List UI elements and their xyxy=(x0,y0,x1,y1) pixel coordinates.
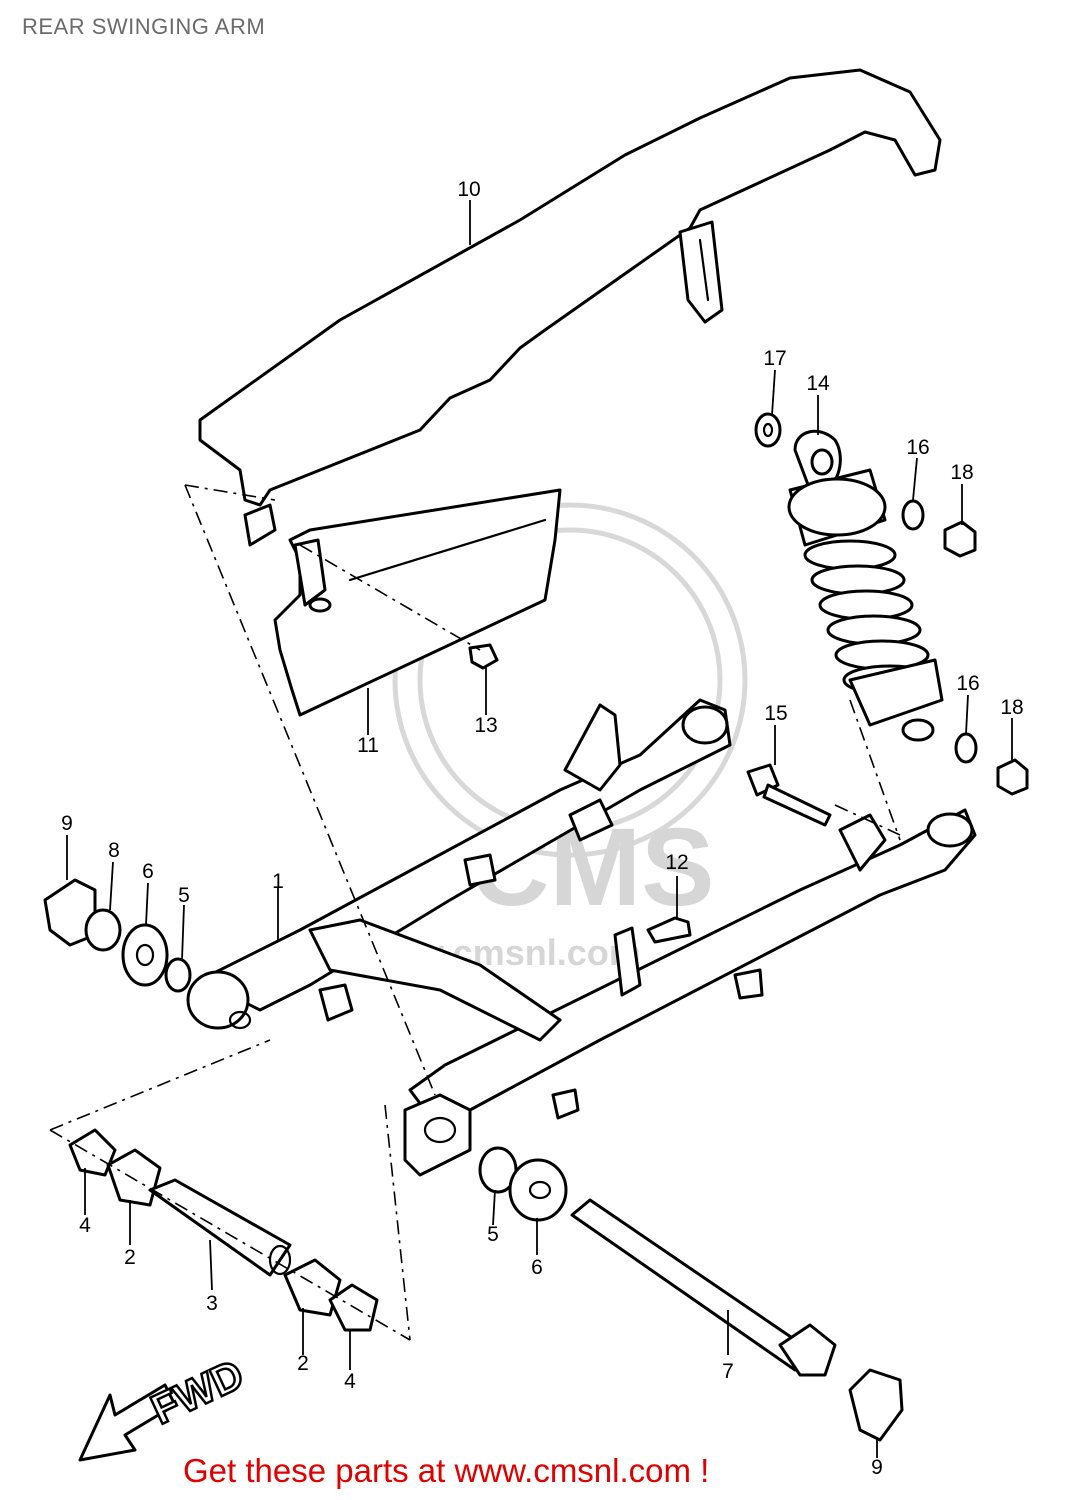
chain-guard xyxy=(273,488,562,717)
callout-18-upper: 18 xyxy=(950,461,973,484)
callout-8: 8 xyxy=(108,839,120,862)
leader-lines xyxy=(49,200,1013,1458)
callout-14: 14 xyxy=(806,372,830,395)
callout-15: 15 xyxy=(764,702,787,725)
callout-2-left: 2 xyxy=(124,1246,136,1269)
callout-5-upper: 5 xyxy=(178,884,190,907)
callout-13: 13 xyxy=(474,714,497,737)
callout-16-lower: 16 xyxy=(956,672,979,695)
callout-6-lower: 6 xyxy=(531,1256,543,1279)
bolt-12 xyxy=(646,916,692,944)
washer-16-lower xyxy=(954,732,978,764)
callout-3: 3 xyxy=(206,1292,218,1315)
diagram-title: REAR SWINGING ARM xyxy=(22,14,266,39)
callout-4-left: 4 xyxy=(79,1214,91,1237)
nut-18-upper xyxy=(943,520,977,558)
washer-16-upper xyxy=(901,499,925,531)
pivot-bearings-left xyxy=(68,1128,379,1332)
callout-2-right: 2 xyxy=(297,1352,309,1375)
callout-6-upper: 6 xyxy=(142,860,154,883)
callout-10: 10 xyxy=(457,178,480,201)
footer-link[interactable]: Get these parts at www.cmsnl.com ! xyxy=(183,1452,710,1489)
bolt-13 xyxy=(468,643,499,670)
callout-9-lower: 9 xyxy=(871,1456,883,1479)
cap-9-lower xyxy=(848,1368,904,1442)
callout-16-upper: 16 xyxy=(906,436,929,459)
fwd-arrow: FWD xyxy=(78,1349,252,1462)
fwd-label: FWD xyxy=(144,1350,251,1433)
callout-5-lower: 5 xyxy=(487,1223,499,1246)
callout-11: 11 xyxy=(357,734,379,757)
washer-17 xyxy=(754,412,782,448)
bolt-15 xyxy=(746,763,832,827)
pivot-bearings-right xyxy=(478,1146,568,1222)
shock-absorber xyxy=(787,429,944,742)
callout-labels: 10 17 14 16 18 16 18 15 13 11 12 9 8 6 5… xyxy=(61,178,1024,1479)
pivot-shaft xyxy=(570,1198,837,1377)
callout-18-lower: 18 xyxy=(1000,696,1023,719)
callout-17: 17 xyxy=(763,347,786,370)
callout-12: 12 xyxy=(665,851,688,874)
nut-18-lower xyxy=(996,758,1029,796)
callout-4-right: 4 xyxy=(344,1370,356,1393)
callout-1: 1 xyxy=(272,870,284,893)
left-pivot-parts xyxy=(43,878,192,993)
callout-9-upper: 9 xyxy=(61,812,73,835)
swing-arm xyxy=(186,698,977,1177)
callout-7: 7 xyxy=(722,1360,734,1383)
chain-case xyxy=(198,68,942,547)
